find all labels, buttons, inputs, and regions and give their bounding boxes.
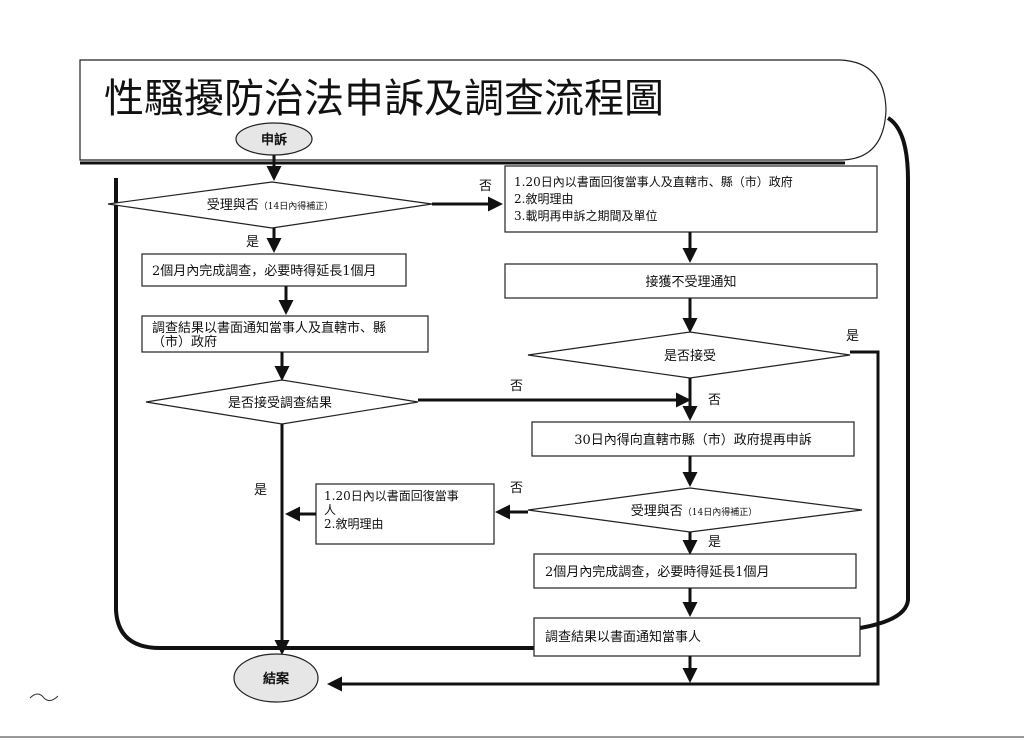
reject-reply-line3: 3.載明再申訴之期間及單位	[514, 208, 657, 223]
reply2-line3: 2.敘明理由	[324, 516, 383, 531]
invest1-box	[141, 253, 407, 287]
notify1-box	[141, 315, 429, 353]
outer-loop-left	[114, 178, 538, 650]
received-notice-box	[504, 263, 878, 299]
notify1-line2: （市）政府	[152, 334, 217, 350]
accept-or-not-no-label: 否	[708, 393, 721, 408]
accept2-yes-label: 是	[708, 535, 721, 550]
reply2-line1: 1.20日內以書面回復當事	[324, 488, 459, 503]
accept2-no-label: 否	[510, 481, 523, 496]
arrow-accept-or-not-yes	[327, 350, 880, 692]
accept-result-label: 是否接受調查結果	[228, 395, 332, 411]
invest2-label: 2個月內完成調查，必要時得延長1個月	[545, 564, 770, 580]
accept2-diamond	[527, 487, 863, 533]
re-appeal-label: 30日內得向直轄市縣（市）政府提再申訴	[574, 432, 812, 448]
accept-result-yes: 是	[254, 483, 267, 498]
end-node	[233, 653, 319, 703]
accept-or-not-yes: 是	[846, 329, 859, 344]
start-label: 申訴	[261, 132, 287, 148]
accept-result-diamond	[145, 379, 419, 425]
title-banner	[79, 59, 887, 161]
invest2-box	[533, 553, 857, 589]
invest1-label: 2個月內完成調查，必要時得延長1個月	[152, 263, 377, 279]
reject-reply-line1: 1.20日內以書面回復當事人及直轄市、縣（市）政府	[514, 174, 793, 189]
accept-or-not-label: 是否接受	[664, 348, 716, 364]
accept1-yes-label: 是	[246, 235, 259, 250]
accept1-label: 受理與否（14日內得補正）	[207, 198, 333, 213]
page-title: 性騷擾防治法申訴及調查流程圖	[104, 76, 664, 122]
notify2-label: 調查結果以書面通知當事人	[545, 629, 701, 645]
outer-loop-right	[859, 116, 910, 630]
reject-reply-line2: 2.敘明理由	[514, 191, 573, 206]
end-label: 結案	[263, 671, 290, 687]
scribble-mark	[29, 693, 59, 702]
accept2-label: 受理與否（14日內得補正）	[631, 504, 757, 519]
reply2-line2: 人	[324, 503, 336, 517]
reject-reply-box	[504, 165, 878, 233]
accept1-no-label: 否	[479, 179, 492, 194]
result-no-label: 否	[510, 379, 523, 394]
notify2-box	[533, 617, 861, 657]
notify1-line1: 調查結果以書面通知當事人及直轄市、縣	[152, 320, 386, 336]
reply2-box	[315, 483, 495, 545]
re-appeal-box	[531, 421, 855, 457]
received-notice-label: 接獲不受理通知	[645, 274, 736, 290]
accept-or-not-diamond	[527, 331, 851, 379]
